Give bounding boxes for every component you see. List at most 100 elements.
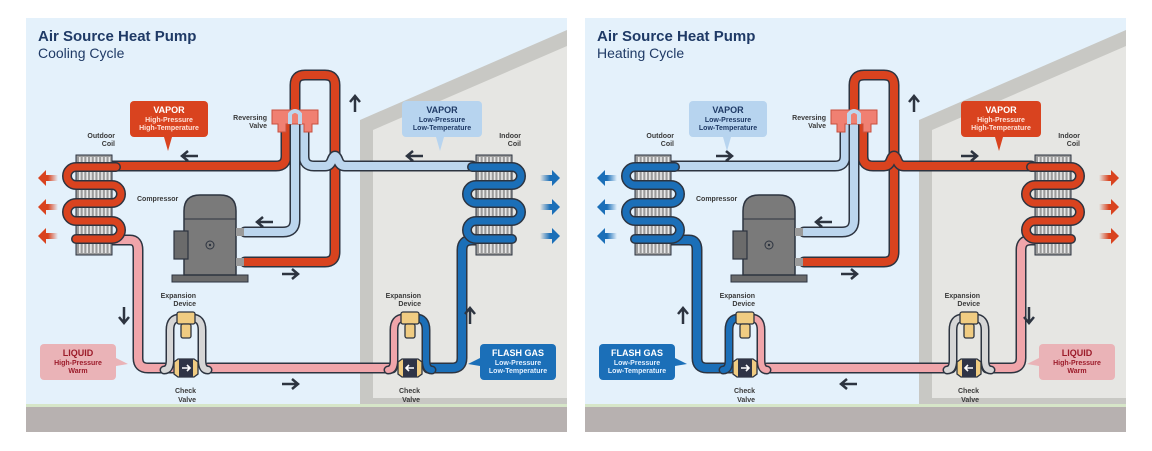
indoor-coil-label: Coil <box>508 141 521 148</box>
expansion-device-label: Device <box>732 301 755 308</box>
air-arrow-shape <box>540 228 560 244</box>
callout-tail <box>436 137 444 151</box>
expansion-device-label: Device <box>173 301 196 308</box>
flow-arrow-left-icon <box>180 150 198 162</box>
expansion-device-label: Expansion <box>720 293 755 300</box>
check-valve-label: Check <box>175 388 196 395</box>
check-valve-label: Valve <box>178 397 196 404</box>
outdoor-coil-vapor-pipe <box>667 118 849 170</box>
discharge-pipe <box>800 71 898 266</box>
compressor-label: Compressor <box>137 196 179 203</box>
reversing-valve <box>830 109 878 133</box>
outdoor-coil-vapor-pipe <box>108 118 290 170</box>
arrow-shape <box>405 150 423 162</box>
callout-line: Low-Pressure <box>614 360 660 367</box>
arrow-shape <box>841 268 859 280</box>
callout-line: High-Pressure <box>145 117 193 124</box>
flow-arrow-left-icon <box>814 216 832 228</box>
expansion-device-label: Device <box>398 301 421 308</box>
expansion-device <box>176 311 196 339</box>
callout-line: Low-Temperature <box>489 368 547 375</box>
arrow-shape <box>349 94 361 112</box>
compressor-suction-port <box>236 228 244 236</box>
check-valve-label: Valve <box>737 397 755 404</box>
arrow-shape <box>814 216 832 228</box>
left-liquid-pipe <box>667 236 735 372</box>
arrow-shape <box>716 150 734 162</box>
air-arrow-shape <box>1099 228 1119 244</box>
arrow-shape <box>1023 307 1035 325</box>
callout-tail <box>723 137 731 151</box>
expansion-loop-left <box>161 315 183 373</box>
flow-arrow-left-icon <box>255 216 273 228</box>
expansion-loop-right <box>413 315 435 373</box>
expansion-device-top <box>176 311 196 325</box>
flow-arrow-up-icon <box>349 94 361 112</box>
coil-tube <box>63 163 125 243</box>
callout-box <box>402 101 482 137</box>
air-arrow-shape <box>38 199 58 215</box>
indoor-coil-label: Coil <box>1067 141 1080 148</box>
indoor-air-arrow-icon <box>1099 228 1119 244</box>
compressor-badge-dot <box>208 243 212 247</box>
flow-arrow-right-icon <box>282 268 300 280</box>
compressor-suction-port <box>795 228 803 236</box>
indoor-air-arrow-icon <box>540 170 560 186</box>
callout-tail <box>1027 358 1039 366</box>
reversing-valve-label: Valve <box>808 123 826 130</box>
expansion-device <box>959 311 979 339</box>
callout-line: Warm <box>68 368 87 375</box>
check-valve-label: Valve <box>961 397 979 404</box>
coil-tube <box>1022 163 1084 243</box>
indoor-coil <box>1021 154 1085 256</box>
expansion-loop-right <box>189 315 211 373</box>
callout-line: Warm <box>1067 368 1086 375</box>
flow-arrow-down-icon <box>118 307 130 325</box>
callout-title: VAPOR <box>153 105 185 115</box>
expansion-device-top <box>735 311 755 325</box>
callout-line: Low-Pressure <box>705 117 751 124</box>
flow-arrow-left-icon <box>405 150 423 162</box>
indoor-coil-label: Indoor <box>1058 133 1080 140</box>
callout-line: High-Pressure <box>54 360 102 367</box>
air-arrow-shape <box>597 228 617 244</box>
callout-box <box>480 344 556 380</box>
arrow-shape <box>908 94 920 112</box>
compressor-discharge-port <box>795 258 803 266</box>
diagram-subtitle: Cooling Cycle <box>38 45 125 61</box>
callout-box <box>689 101 767 137</box>
callout-line: High-Pressure <box>1053 360 1101 367</box>
suction-pipe <box>241 120 299 236</box>
indoor-coil-vapor-pipe <box>859 118 1035 170</box>
indoor-coil-vapor-pipe <box>300 118 476 170</box>
check-valve <box>732 358 758 378</box>
compressor <box>730 194 808 283</box>
compressor-terminal-box <box>732 230 748 260</box>
check-valve <box>956 358 982 378</box>
reversing-valve-label: Reversing <box>792 115 826 122</box>
air-arrow-shape <box>597 199 617 215</box>
suction-pipe <box>800 120 858 236</box>
air-arrow-shape <box>1099 199 1119 215</box>
check-valve-label: Valve <box>402 397 420 404</box>
arrow-shape <box>255 216 273 228</box>
arrow-shape <box>282 378 300 390</box>
expansion-device-label: Device <box>957 301 980 308</box>
expansion-loop-left <box>720 315 742 373</box>
compressor-base <box>171 274 249 283</box>
ground <box>585 407 1126 432</box>
flow-arrow-up-icon <box>677 306 689 324</box>
air-arrow-shape <box>540 199 560 215</box>
check-valve-arrow-right-icon <box>182 364 192 372</box>
callout-tail <box>116 358 128 366</box>
callout-line: Low-Temperature <box>413 125 471 132</box>
indoor-air-arrow-icon <box>540 228 560 244</box>
callout-title: VAPOR <box>712 105 744 115</box>
diagram-subtitle: Heating Cycle <box>597 45 684 61</box>
